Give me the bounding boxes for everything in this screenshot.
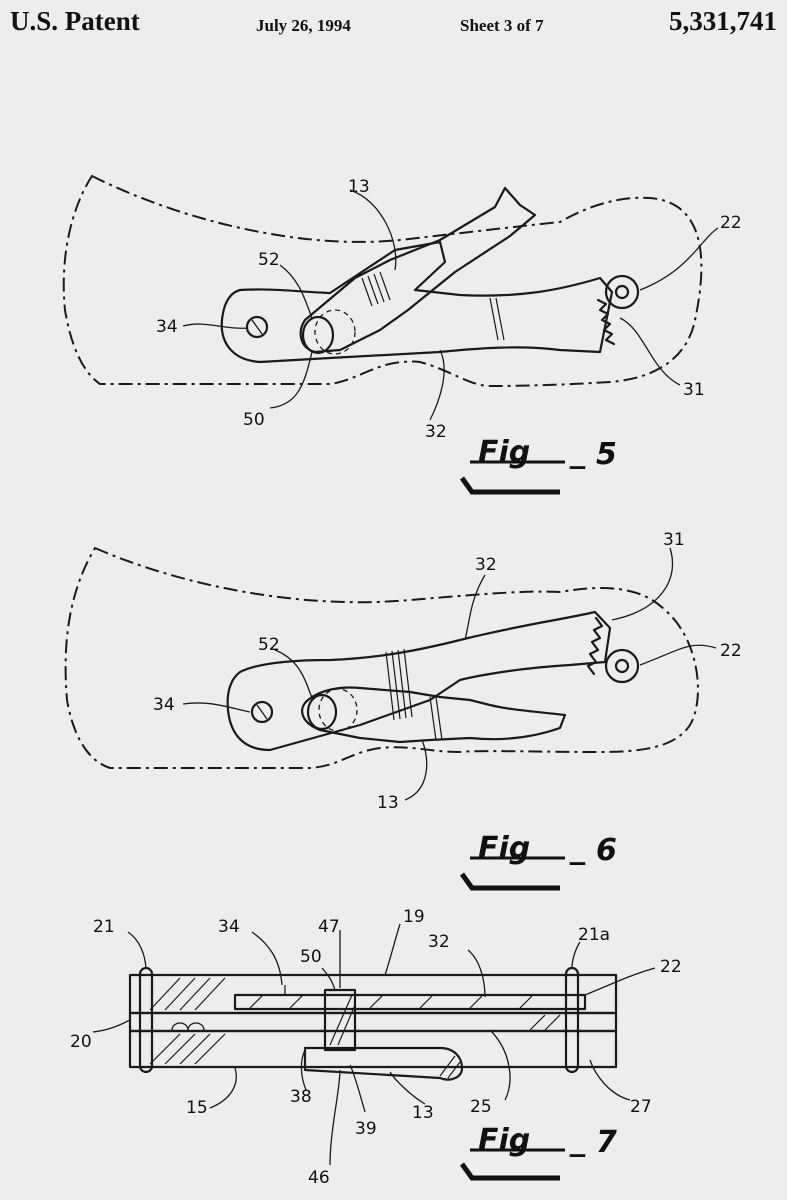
fig6-caption-number: 6	[596, 833, 617, 868]
fig7-label-15: 15	[186, 1098, 208, 1118]
fig7-caption-word: Fig	[478, 1123, 530, 1158]
fig7-label-32: 32	[428, 932, 450, 952]
fig7-caption-underscore: _	[569, 1123, 586, 1158]
fig7-caption: Fig _ 7	[462, 1123, 617, 1178]
fig7-label-21a: 21a	[578, 925, 610, 945]
fig6-caption-word: Fig	[478, 831, 530, 866]
fig5-label-22: 22	[720, 213, 742, 233]
fig5-caption-word: Fig	[478, 435, 530, 470]
fig5-label-32: 32	[425, 422, 447, 442]
fig6-label-34: 34	[153, 695, 175, 715]
fig6-label-32: 32	[475, 555, 497, 575]
fig6-label-13: 13	[377, 793, 399, 813]
fig5-label-50: 50	[243, 410, 265, 430]
figure-7-drawing: 21 34 47 19 32 21a 22 50 20 15 38 13 25 …	[70, 907, 682, 1188]
fig5-caption: Fig _ 5	[462, 435, 617, 492]
fig6-label-22: 22	[720, 641, 742, 661]
fig7-label-39: 39	[355, 1119, 377, 1139]
fig7-label-47: 47	[318, 917, 340, 937]
fig7-label-22: 22	[660, 957, 682, 977]
fig7-label-25: 25	[470, 1097, 492, 1117]
fig5-label-34: 34	[156, 317, 178, 337]
fig5-caption-underscore: _	[569, 435, 586, 470]
fig6-label-52: 52	[258, 635, 280, 655]
figure-6-drawing: 31 32 52 22 34 13 Fig _ 6	[66, 530, 742, 888]
fig5-label-13: 13	[348, 177, 370, 197]
fig6-caption-underscore: _	[569, 831, 586, 866]
fig6-label-31: 31	[663, 530, 685, 550]
fig5-caption-number: 5	[596, 437, 617, 472]
fig7-label-19: 19	[403, 907, 425, 927]
fig5-label-31: 31	[683, 380, 705, 400]
fig7-label-20: 20	[70, 1032, 92, 1052]
fig7-label-46: 46	[308, 1168, 330, 1188]
fig5-label-52: 52	[258, 250, 280, 270]
fig6-caption: Fig _ 6	[462, 831, 617, 888]
fig7-label-38: 38	[290, 1087, 312, 1107]
fig7-label-13: 13	[412, 1103, 434, 1123]
fig7-label-27: 27	[630, 1097, 652, 1117]
fig7-label-34: 34	[218, 917, 240, 937]
fig7-label-21: 21	[93, 917, 115, 937]
fig7-caption-number: 7	[596, 1125, 617, 1160]
fig7-label-50: 50	[300, 947, 322, 967]
figure-5-drawing: 13 22 52 34 31 50 32 Fig _ 5	[64, 176, 742, 492]
